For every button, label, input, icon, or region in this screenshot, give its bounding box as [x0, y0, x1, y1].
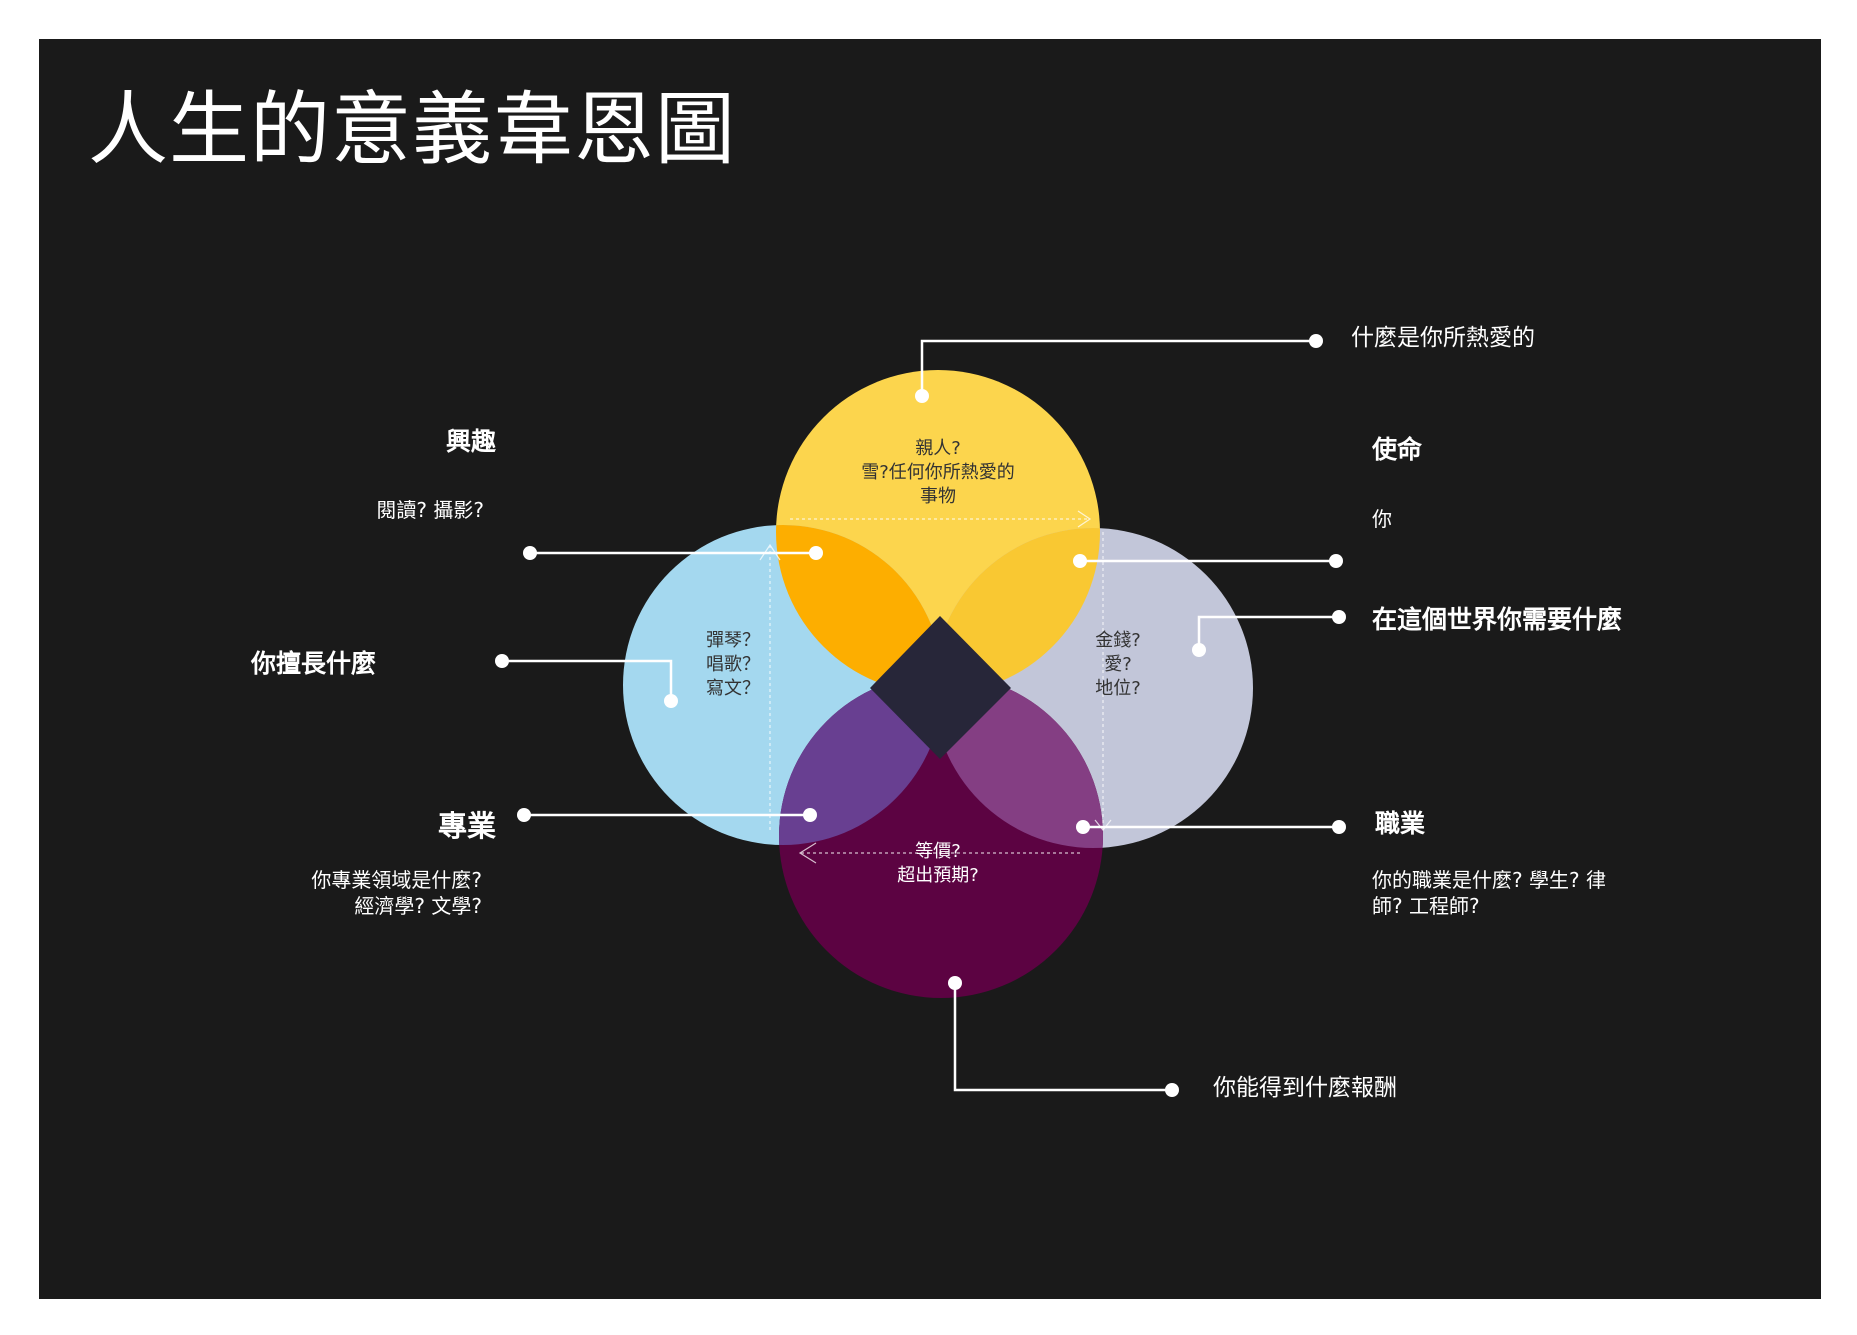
love-circle-text: 親人? 雪?任何你所熱愛的 事物: [861, 438, 1015, 507]
connector-dot: [1192, 643, 1206, 657]
connector-good-at: [502, 659, 673, 701]
connector-dot: [523, 546, 537, 560]
connector-love: [920, 339, 1316, 396]
passion-heading: 興趣: [445, 427, 496, 456]
paid-for-circle-text: 等價? 超出預期?: [897, 841, 979, 886]
mission-heading: 使命: [1372, 435, 1423, 464]
connector-dot: [915, 389, 929, 403]
connector-dot: [1329, 554, 1343, 568]
ikigai-center: [870, 616, 1011, 759]
connector-dot: [1165, 1083, 1179, 1097]
connector-dot: [664, 694, 678, 708]
connector-dot: [809, 546, 823, 560]
good-at-circle-text: 彈琴？ 唱歌？ 寫文？: [706, 630, 760, 699]
vocation-desc: 你的職業是什麼? 學生? 律 師? 工程師?: [1372, 868, 1606, 918]
connector-dot: [803, 808, 817, 822]
passion-desc: 閱讀? 攝影?: [376, 498, 484, 522]
connector-world-needs: [1197, 615, 1339, 650]
mission-desc: 你: [1372, 507, 1392, 531]
page-title: 人生的意義韋恩圖: [88, 83, 736, 176]
profession-heading: 專業: [437, 809, 496, 843]
connector-dot: [1332, 610, 1346, 624]
vocation-heading: 職業: [1375, 809, 1426, 838]
profession-desc: 你專業領域是什麼? 經濟學? 文學?: [311, 868, 482, 918]
connector-paid-for: [953, 983, 1172, 1092]
guide-arrowhead-right: [1094, 819, 1112, 831]
connector-dot: [948, 976, 962, 990]
love-label: 什麼是你所熱愛的: [1351, 325, 1535, 351]
connector-dot: [495, 654, 509, 668]
connector-dot: [1073, 554, 1087, 568]
paid-for-label: 你能得到什麼報酬: [1213, 1075, 1397, 1101]
good-at-label: 你擅長什麼: [251, 649, 377, 678]
world-needs-circle-text: 金錢? 愛? 地位?: [1095, 630, 1141, 699]
connector-dot: [1076, 820, 1090, 834]
guide-arrowhead-bottom: [798, 842, 817, 864]
connector-dot: [1309, 334, 1323, 348]
guide-arrowhead-left: [759, 543, 781, 561]
connector-dot: [517, 808, 531, 822]
guide-arrowhead-top: [1077, 510, 1092, 528]
connector-dot: [1332, 820, 1346, 834]
world-needs-label: 在這個世界你需要什麼: [1372, 605, 1623, 634]
